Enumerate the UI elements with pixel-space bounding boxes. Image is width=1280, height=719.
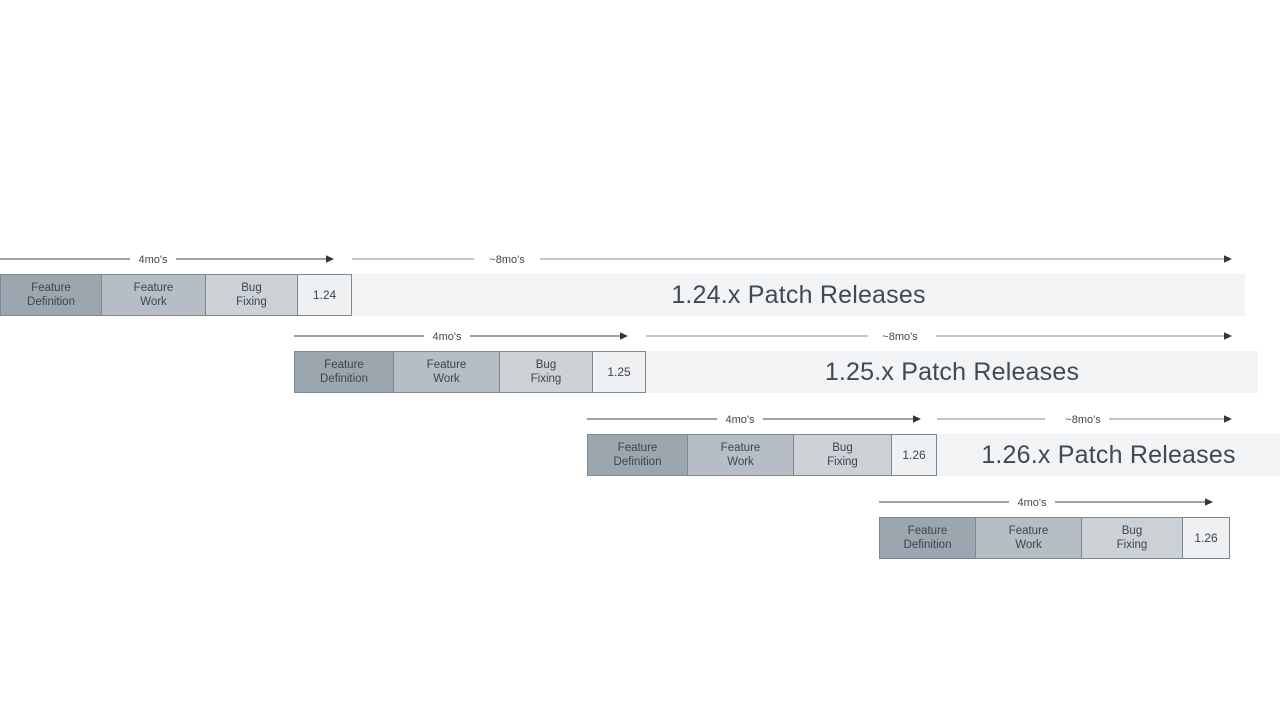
phase-label-line2: Definition xyxy=(613,456,662,468)
phase-feature-definition[interactable]: Feature Definition xyxy=(0,274,102,316)
patch-duration-ruler-124: ~8mo's xyxy=(352,252,1232,270)
phase-label-line1: Feature xyxy=(324,359,364,371)
phase-label-line1: Feature xyxy=(31,282,71,294)
version-box[interactable]: 1.26 xyxy=(892,434,937,476)
phase-label-line2: Work xyxy=(433,373,460,385)
phase-bug-fixing[interactable]: Bug Fixing xyxy=(794,434,892,476)
phase-label-line2: Definition xyxy=(903,539,952,551)
phase-bug-fixing[interactable]: Bug Fixing xyxy=(206,274,298,316)
patch-duration-ruler-126: ~8mo's xyxy=(937,412,1232,430)
version-box[interactable]: 1.25 xyxy=(593,351,646,393)
phase-strip-126: Feature Definition Feature Work Bug Fixi… xyxy=(587,434,937,476)
version-label: 1.26 xyxy=(902,448,926,462)
phase-feature-work[interactable]: Feature Work xyxy=(394,351,500,393)
dev-duration-label: 4mo's xyxy=(138,254,168,266)
phase-label-line2: Definition xyxy=(27,296,75,308)
phase-label-line1: Bug xyxy=(1121,525,1143,537)
phase-label-line2: Definition xyxy=(320,373,368,385)
phase-label-line1: Bug xyxy=(241,282,262,294)
phase-strip-125: Feature Definition Feature Work Bug Fixi… xyxy=(294,351,646,393)
release-row-124: 4mo's ~8mo's 1.24.x Patch Releases Featu… xyxy=(0,252,1280,316)
dev-duration-ruler-125: 4mo's xyxy=(294,329,628,347)
dev-duration-ruler-127: 4mo's xyxy=(879,495,1213,513)
dev-duration-label: 4mo's xyxy=(1017,497,1047,509)
version-box[interactable]: 1.24 xyxy=(298,274,352,316)
phase-label-line1: Feature xyxy=(907,525,948,537)
phase-strip-124: Feature Definition Feature Work Bug Fixi… xyxy=(0,274,352,316)
patch-duration-label: ~8mo's xyxy=(489,254,525,266)
patch-release-label: 1.25.x Patch Releases xyxy=(824,357,1080,386)
version-label: 1.25 xyxy=(607,365,631,379)
patch-release-band-125: 1.25.x Patch Releases xyxy=(646,351,1258,393)
phase-label-line1: Feature xyxy=(1008,525,1049,537)
patch-duration-label: ~8mo's xyxy=(882,331,918,343)
patch-duration-ruler-125: ~8mo's xyxy=(646,329,1232,347)
release-row-126: 4mo's ~8mo's 1.26.x Patch Releases Featu… xyxy=(0,412,1280,476)
phase-label-line2: Work xyxy=(727,456,754,468)
phase-label-line2: Work xyxy=(1015,539,1042,551)
phase-strip-127: Feature Definition Feature Work Bug Fixi… xyxy=(879,517,1230,559)
phase-label-line1: Feature xyxy=(720,442,761,454)
dev-duration-label: 4mo's xyxy=(432,331,462,343)
dev-duration-ruler-126: 4mo's xyxy=(587,412,921,430)
phase-feature-definition[interactable]: Feature Definition xyxy=(587,434,688,476)
patch-release-band-126: 1.26.x Patch Releases xyxy=(937,434,1280,476)
version-box[interactable]: 1.26 xyxy=(1183,517,1230,559)
phase-label-line1: Bug xyxy=(535,359,557,371)
phase-feature-work[interactable]: Feature Work xyxy=(976,517,1082,559)
phase-feature-definition[interactable]: Feature Definition xyxy=(294,351,394,393)
phase-label-line2: Fixing xyxy=(236,296,267,308)
version-label: 1.24 xyxy=(312,288,337,302)
release-row-127: 4mo's Feature Definition Feature Work Bu… xyxy=(0,495,1280,559)
dev-duration-label: 4mo's xyxy=(725,414,755,426)
phase-label-line1: Feature xyxy=(617,442,658,454)
release-row-125: 4mo's ~8mo's 1.25.x Patch Releases Featu… xyxy=(0,329,1280,393)
phase-label-line1: Feature xyxy=(133,282,174,294)
patch-duration-label: ~8mo's xyxy=(1065,414,1101,426)
phase-bug-fixing[interactable]: Bug Fixing xyxy=(1082,517,1183,559)
phase-feature-definition[interactable]: Feature Definition xyxy=(879,517,976,559)
version-label: 1.26 xyxy=(1194,531,1218,545)
patch-release-label: 1.26.x Patch Releases xyxy=(981,440,1236,469)
phase-bug-fixing[interactable]: Bug Fixing xyxy=(500,351,593,393)
phase-label-line1: Feature xyxy=(426,359,467,371)
phase-label-line2: Fixing xyxy=(530,373,562,385)
phase-feature-work[interactable]: Feature Work xyxy=(688,434,794,476)
patch-release-label: 1.24.x Patch Releases xyxy=(671,280,926,309)
phase-label-line1: Bug xyxy=(832,442,853,454)
phase-label-line2: Work xyxy=(140,296,167,308)
patch-release-band-124: 1.24.x Patch Releases xyxy=(352,274,1245,316)
phase-label-line2: Fixing xyxy=(827,456,858,468)
phase-label-line2: Fixing xyxy=(1116,539,1148,551)
dev-duration-ruler-124: 4mo's xyxy=(0,252,334,270)
phase-feature-work[interactable]: Feature Work xyxy=(102,274,206,316)
